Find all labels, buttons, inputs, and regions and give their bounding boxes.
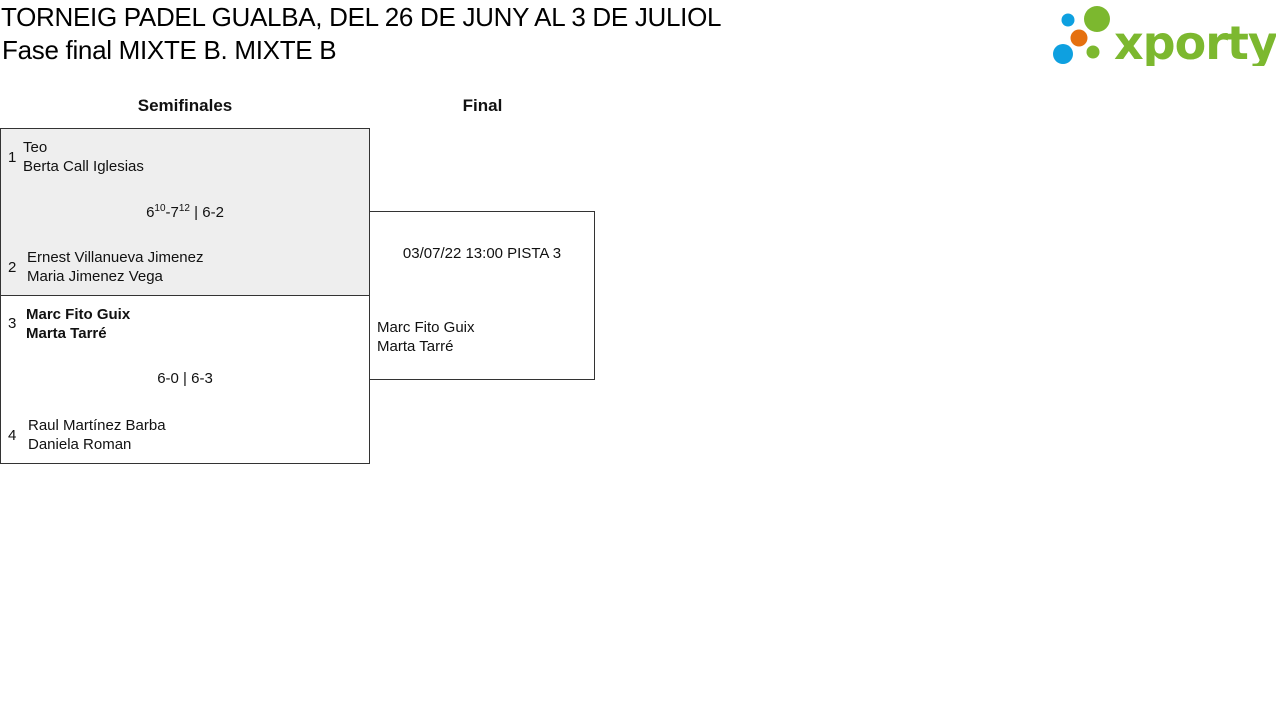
semifinals-bracket: 1 Teo Berta Call Iglesias 610-712 | 6-2 … (0, 128, 370, 464)
player-name: Ernest Villanueva Jimenez (27, 249, 204, 266)
seed-number: 4 (8, 427, 17, 444)
xporty-logo[interactable]: xporty (1050, 4, 1279, 70)
logo-text: xporty (1114, 16, 1276, 66)
remaining-sets: | 6-2 (194, 204, 224, 221)
team-entry-winner: Marc Fito Guix Marta Tarré (26, 305, 130, 343)
round-heading-final: Final (462, 96, 503, 115)
player-name: Berta Call Iglesias (23, 158, 144, 175)
final-match[interactable]: 03/07/22 13:00 PISTA 3 Marc Fito Guix Ma… (369, 211, 595, 380)
semifinal-match-2[interactable]: 3 Marc Fito Guix Marta Tarré 6-0 | 6-3 4… (1, 296, 369, 463)
tiebreak-score: 12 (178, 203, 190, 214)
round-heading-semifinals: Semifinales (137, 96, 233, 115)
tournament-title: TORNEIG PADEL GUALBA, DEL 26 DE JUNY AL … (1, 2, 722, 32)
team-entry: Ernest Villanueva Jimenez Maria Jimenez … (27, 248, 203, 286)
set-score: 6 (146, 204, 155, 221)
player-name: Marc Fito Guix (377, 319, 475, 336)
phase-subtitle: Fase final MIXTE B. MIXTE B (2, 35, 337, 65)
player-name: Daniela Roman (28, 436, 132, 453)
match-score: 6-0 | 6-3 (157, 370, 213, 387)
player-name: Raul Martínez Barba (28, 417, 166, 434)
seed-number: 3 (8, 315, 17, 332)
player-name: Marc Fito Guix (26, 306, 131, 323)
xporty-logo-icon: xporty (1053, 6, 1279, 70)
player-name: Maria Jimenez Vega (27, 268, 163, 285)
team-entry: Marc Fito Guix Marta Tarré (377, 318, 475, 356)
semifinal-match-1[interactable]: 1 Teo Berta Call Iglesias 610-712 | 6-2 … (1, 129, 369, 296)
player-name: Marta Tarré (377, 338, 454, 355)
tiebreak-score: 10 (154, 203, 166, 214)
player-name: Marta Tarré (26, 325, 107, 342)
team-entry: Teo Berta Call Iglesias (23, 138, 144, 176)
player-name: Teo (23, 139, 48, 156)
set-score: 7 (170, 204, 179, 221)
match-schedule: 03/07/22 13:00 PISTA 3 (402, 245, 562, 262)
match-score: 610-712 | 6-2 (146, 203, 224, 222)
seed-number: 2 (8, 259, 17, 276)
seed-number: 1 (8, 149, 17, 166)
team-entry: Raul Martínez Barba Daniela Roman (28, 416, 166, 454)
